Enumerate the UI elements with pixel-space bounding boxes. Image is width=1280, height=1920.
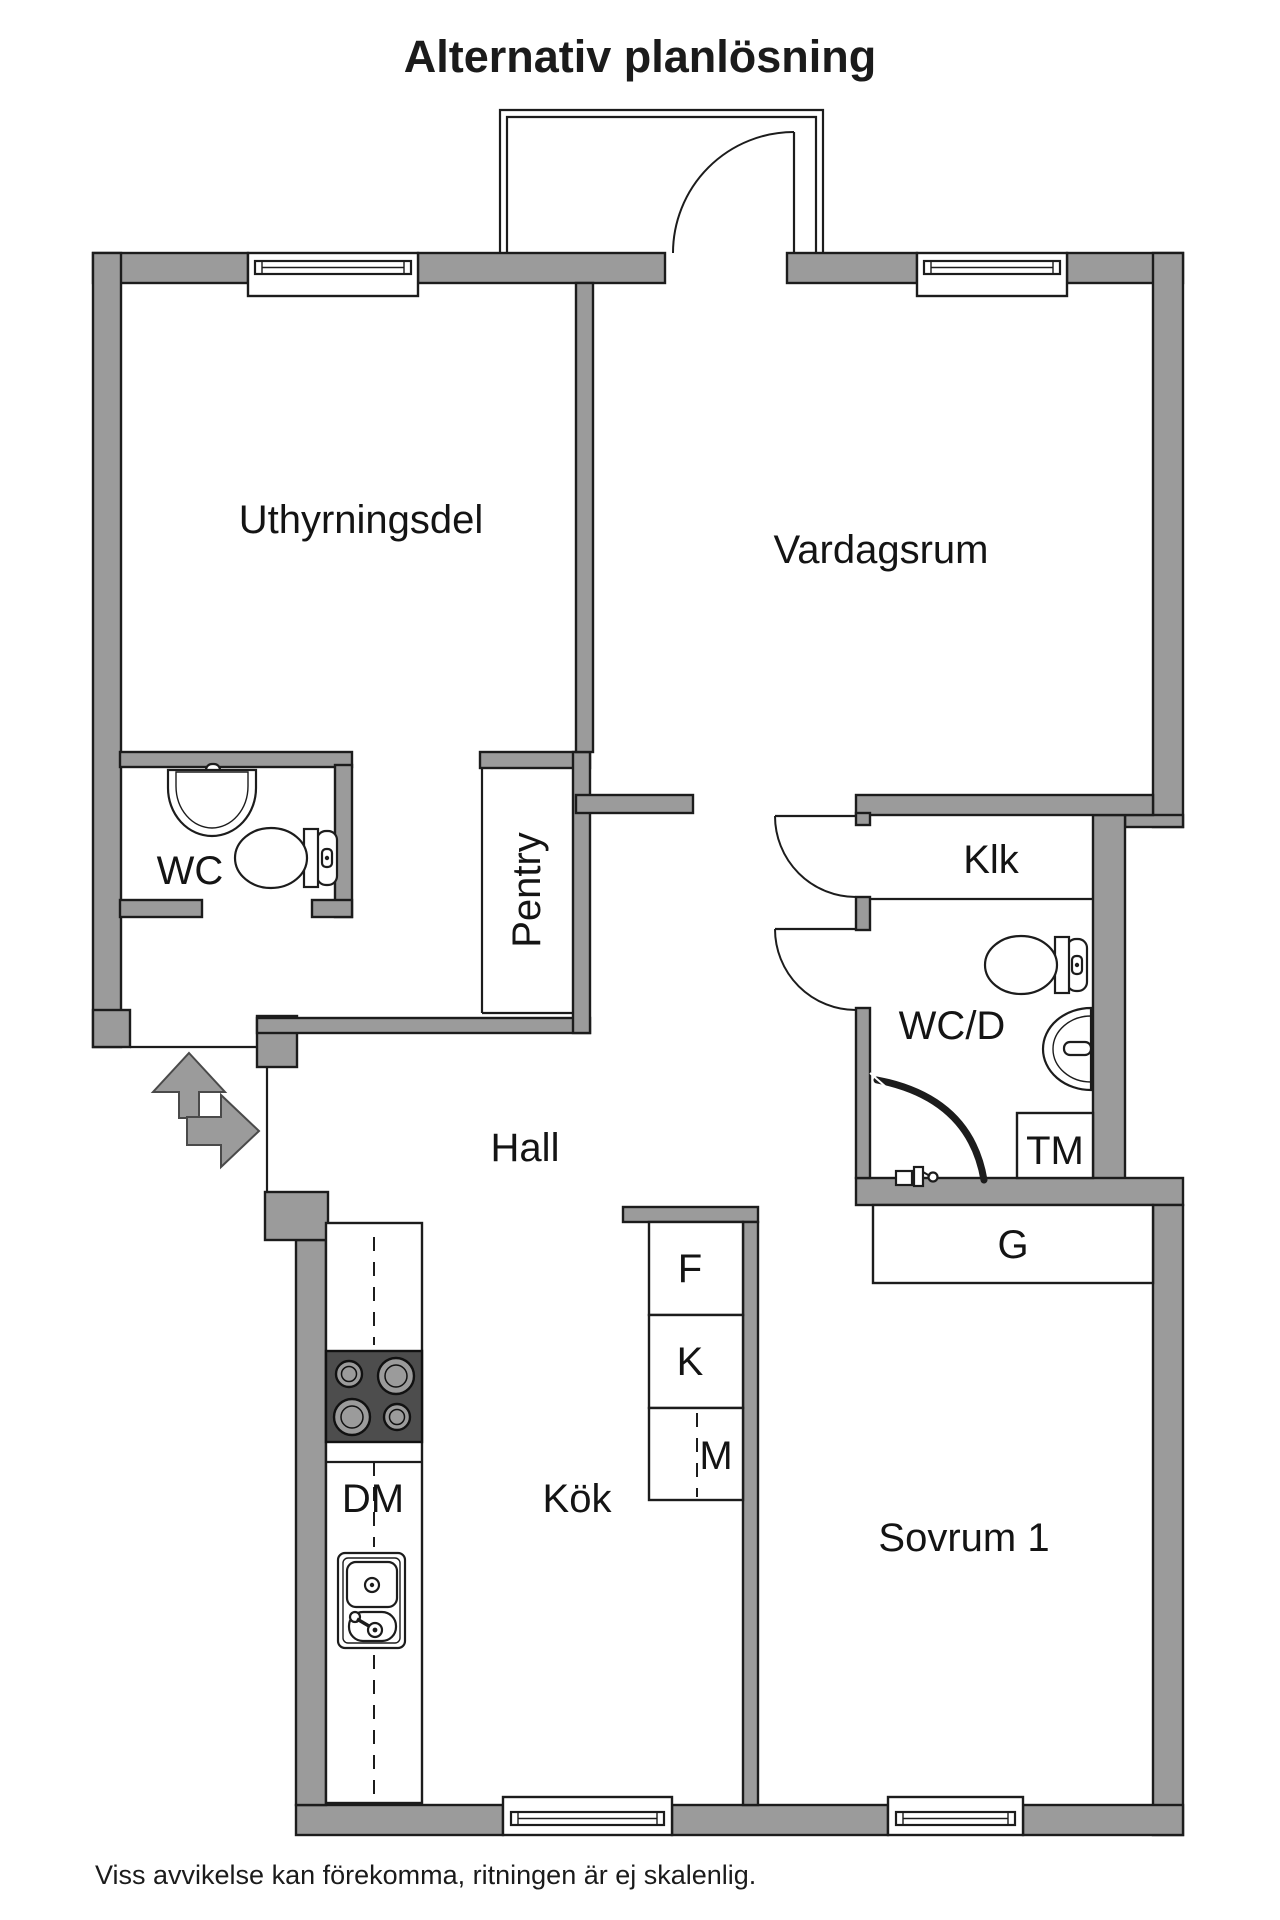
page-title: Alternativ planlösning [404, 31, 877, 82]
stove-icon [324, 1349, 424, 1444]
toilet-icon [983, 934, 1089, 996]
room-label-wcd: WC/D [899, 1004, 1006, 1048]
unit-label-tm: TM [1026, 1129, 1084, 1173]
toilet-icon [233, 826, 339, 890]
entry-thresholds [130, 1045, 269, 1192]
room-label-wc: WC [157, 849, 224, 893]
sink-icon [166, 762, 258, 838]
entry-arrow-up-icon [150, 1051, 228, 1119]
room-label-uthyrningsdel: Uthyrningsdel [239, 498, 484, 542]
room-label-kok: Kök [543, 1477, 613, 1521]
door-swing-icon [774, 927, 857, 1011]
shower-icon [869, 1072, 988, 1188]
disclaimer-text: Viss avvikelse kan förekomma, ritningen … [95, 1860, 756, 1890]
sink-icon [1041, 1006, 1093, 1092]
room-label-sovrum1: Sovrum 1 [878, 1516, 1049, 1560]
window-icon [501, 1795, 674, 1837]
window-icon [246, 251, 420, 298]
pentry-front [480, 768, 573, 1015]
entrance-vestibule [498, 108, 825, 255]
window-icon [915, 251, 1069, 298]
door-swing-icon [774, 814, 857, 898]
wardrobe-g-box [871, 1203, 1155, 1285]
unit-label-m: M [699, 1434, 732, 1478]
room-label-hall: Hall [491, 1126, 560, 1170]
kitchen-counter [324, 1221, 424, 1805]
room-label-vardagsrum: Vardagsrum [774, 528, 989, 572]
unit-label-dm: DM [342, 1477, 404, 1521]
entry-arrow-right-icon [186, 1092, 261, 1170]
unit-label-k: K [677, 1340, 704, 1384]
kitchen-sink-icon [336, 1551, 407, 1650]
unit-label-g: G [997, 1223, 1028, 1267]
fridge-freezer-column [647, 1220, 745, 1502]
door-swing-icon [672, 131, 796, 255]
washing-machine-box [1015, 1111, 1095, 1180]
room-label-klk: Klk [963, 838, 1020, 882]
window-icon [886, 1795, 1025, 1837]
unit-label-f: F [678, 1247, 702, 1291]
room-label-pentry: Pentry [505, 832, 549, 948]
walls [91, 251, 1185, 1837]
